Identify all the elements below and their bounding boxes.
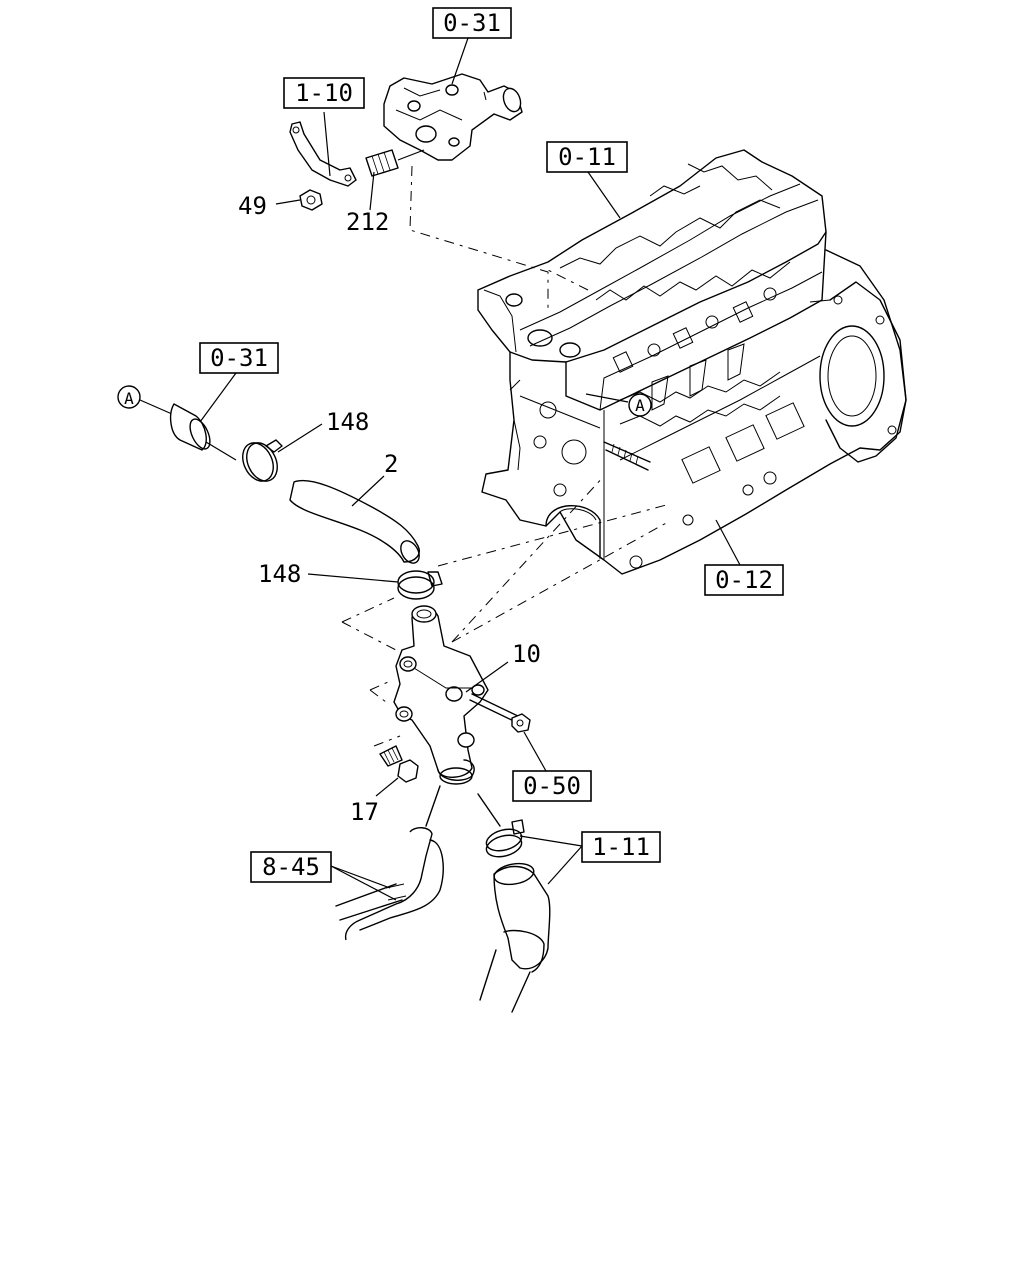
bracket-drawing [289,111,357,187]
callout-housing-10: 10 [512,640,541,668]
lower-hose-drawing [477,793,551,1013]
ref-label-thermostat-housing: 0-31 [443,9,501,37]
hose-2-drawing [289,479,420,564]
ref-box-nut [512,770,592,802]
ref-label-nut: 0-50 [523,772,581,800]
nut-49-drawing [299,189,323,211]
ref-label-cylinder-block: 0-12 [715,566,773,594]
callout-nut-49: 49 [238,192,267,220]
water-housing-drawing [393,605,523,785]
pipe-drawing [169,403,237,461]
callout-clamp-148-lower: 148 [258,560,301,588]
ref-label-bracket: 1-10 [295,79,353,107]
ref-box-cylinder-block [704,564,784,596]
ref-label-pipe: 0-31 [210,344,268,372]
ref-box-thermostat-housing [432,7,512,39]
callout-bolt-17: 17 [350,798,379,826]
marker-a-left [117,385,173,415]
nut-050-drawing [511,713,531,733]
callout-stud-212: 212 [346,208,389,236]
callout-hose-2: 2 [384,450,398,478]
clamp-148-upper-drawing [242,439,283,482]
thermostat-housing-top-drawing [383,73,523,161]
ref-box-pipe [199,342,279,374]
ref-box-lower-hose [581,831,661,863]
marker-a-engine [628,393,652,417]
clamp-148-lower-drawing [397,570,443,600]
engine-block-drawing [477,149,907,575]
ref-box-heater-hose [250,851,332,883]
ref-label-heater-hose: 8-45 [262,853,320,881]
ref-box-cylinder-head [546,141,628,173]
ref-box-bracket [283,77,365,109]
ref-label-cylinder-head: 0-11 [558,143,616,171]
marker-a-engine-label: A [635,396,645,415]
stud-212-drawing [365,149,425,177]
ref-label-lower-hose: 1-11 [592,833,650,861]
marker-a-left-label: A [124,389,134,408]
bolt-17-drawing [379,745,419,783]
callout-clamp-148-upper: 148 [326,408,369,436]
heater-hose-drawing [335,785,444,941]
